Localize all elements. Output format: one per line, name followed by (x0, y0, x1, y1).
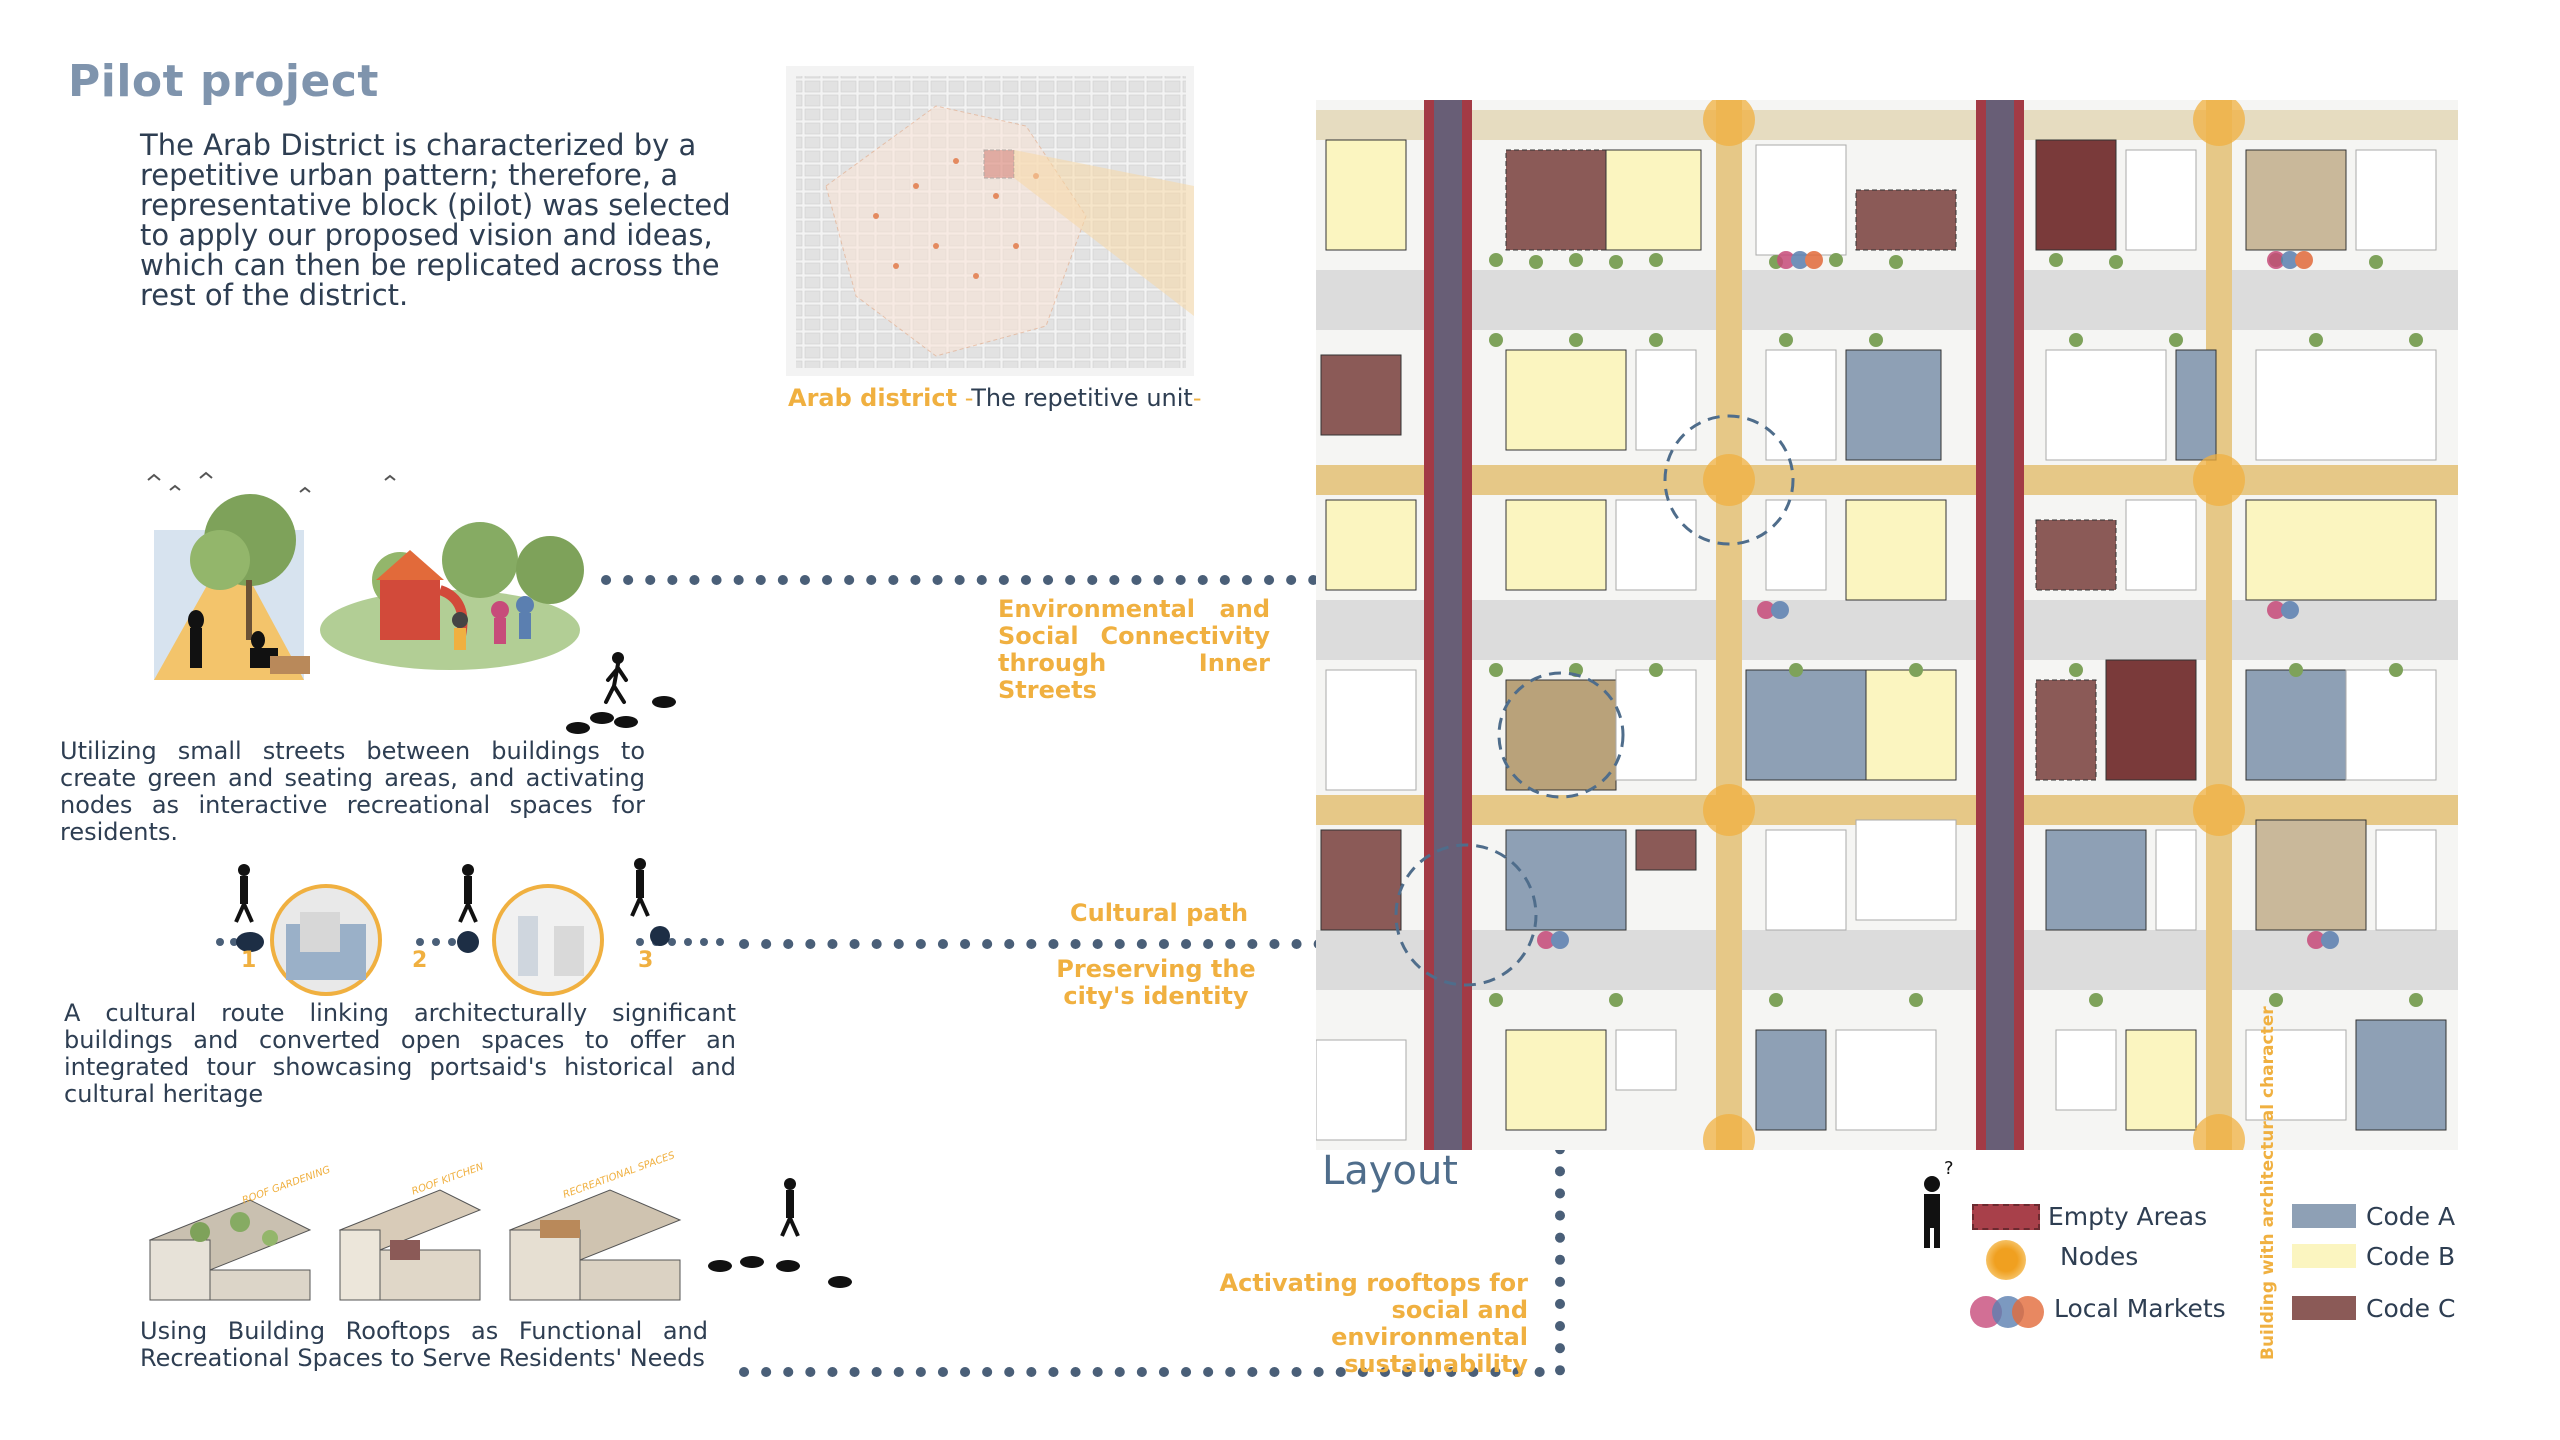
green-seating-graphic (147, 471, 584, 680)
rooftop-illustrations: ROOF GARDENING ROOF KITCHEN RECREATIONAL… (140, 1150, 860, 1310)
cultural-route-graphic (216, 858, 724, 996)
rooftop-description: Using Building Rooftops as Functional an… (140, 1317, 708, 1372)
legend-empty-areas: Empty Areas (2048, 1202, 2208, 1231)
rooftop-graphic (148, 1178, 852, 1301)
legend-local-markets: Local Markets (2054, 1294, 2226, 1323)
key-map-caption: Arab district -The repetitive unit- (788, 384, 1201, 412)
nodes-swatch (1986, 1240, 2026, 1280)
cultural-route-illustration: 1 2 3 (200, 856, 740, 1006)
key-map-caption-rest: The repetitive unit (971, 384, 1193, 412)
plan-label: Layout (1322, 1148, 1458, 1194)
legend-nodes: Nodes (2060, 1242, 2139, 1271)
site-plan-graphic (1315, 94, 2458, 1166)
key-map-caption-highlight: Arab district (788, 384, 958, 412)
code-c-swatch (2292, 1296, 2356, 1320)
small-streets-description: Utilizing small streets between building… (60, 737, 645, 846)
inner-streets-callout: Environmental and Social Connectivity th… (998, 595, 1270, 704)
cultural-route-description: A cultural route linking architecturally… (64, 999, 736, 1108)
caption-dash-left: - (964, 384, 972, 412)
district-key-map (786, 66, 1194, 376)
svg-text:?: ? (1944, 1160, 1954, 1179)
rooftops-callout: Activating rooftops for social and envir… (1219, 1269, 1528, 1378)
route-stop-1: 1 (241, 948, 257, 973)
walker-stepping-stones-1 (560, 650, 680, 740)
page-title: Pilot project (68, 56, 379, 107)
legend-code-b: Code B (2366, 1242, 2456, 1271)
code-b-swatch (2292, 1244, 2356, 1268)
local-markets-swatch (1970, 1296, 2044, 1328)
route-stop-3: 3 (638, 948, 654, 973)
route-stop-2: 2 (412, 948, 428, 973)
walker-icon-1 (566, 652, 676, 734)
site-plan (1315, 94, 2458, 1166)
cultural-path-callout: Cultural path (1070, 899, 1249, 927)
caption-dash-right: - (1192, 384, 1202, 412)
green-seating-illustration (140, 470, 590, 690)
thinking-person-icon: ? (1924, 1160, 1954, 1248)
legend-code-a: Code A (2366, 1202, 2456, 1231)
district-key-map-graphic (786, 66, 1194, 376)
code-a-swatch (2292, 1204, 2356, 1228)
legend-group-title: Building with architectural character (2258, 1006, 2278, 1360)
legend-code-c: Code C (2366, 1294, 2456, 1323)
legend: ? Empty Areas Nodes Local Markets Buildi… (1910, 1006, 2530, 1380)
identity-callout: Preserving the city's identity (1056, 955, 1256, 1010)
intro-paragraph: The Arab District is characterized by a … (140, 128, 731, 312)
empty-areas-swatch (1972, 1204, 2040, 1230)
